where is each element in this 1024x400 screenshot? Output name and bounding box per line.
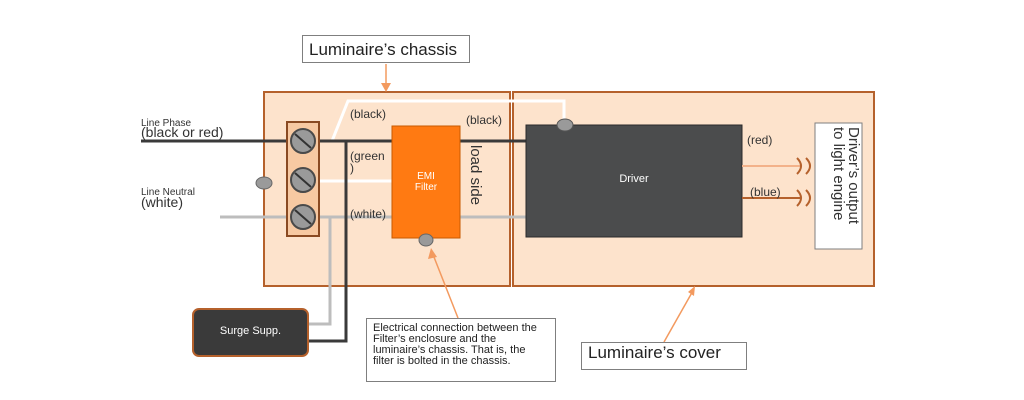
drivers-output-line2: to light engine [830, 127, 847, 221]
driver-bolt [556, 118, 574, 132]
load-side-label: load side [467, 145, 484, 206]
cover-callout: Luminaire’s cover [581, 342, 747, 370]
emi-filter-box [391, 125, 461, 239]
surge-wire-black [308, 141, 348, 343]
cover-callout-text: Luminaire’s cover [588, 343, 721, 362]
chassis-callout-text: Luminaire’s chassis [309, 40, 458, 59]
note-callout-arrowhead [428, 248, 437, 259]
wire-label-black-right: (black) [466, 113, 503, 127]
note-callout-arrow [431, 251, 459, 319]
drivers-output-line1: Driver’s output [845, 127, 862, 224]
drivers-output-box [814, 122, 863, 250]
line-phase-title: Line Phase [141, 118, 192, 129]
emi-filter-label: EMI Filter [392, 171, 460, 193]
chassis-callout-arrowhead [381, 83, 391, 92]
emi-filter-bolt [418, 233, 434, 247]
chassis-bolt [255, 176, 273, 190]
terminal-screw [290, 204, 316, 230]
wire-label-red: (red) [747, 133, 773, 147]
terminal-screw [290, 167, 316, 193]
emi-filter-label-line2: Filter [414, 182, 438, 193]
wire-label-green-close: ) [350, 161, 354, 175]
terminal-screw [290, 128, 316, 154]
driver-box [525, 124, 743, 238]
surge-supp-label: Surge Supp. [219, 325, 282, 337]
note-callout-text: Electrical connection between the Filter… [373, 322, 537, 367]
output-connector-icon [796, 189, 811, 207]
line-neutral-title: Line Neutral [141, 187, 195, 198]
wire-label-blue: (blue) [750, 185, 781, 199]
drivers-output-label: Driver’s output to light engine [830, 127, 862, 224]
output-connector-icon [796, 157, 811, 175]
wire-label-white: (white) [350, 207, 387, 221]
note-callout: Electrical connection between the Filter… [366, 318, 556, 382]
chassis-callout: Luminaire’s chassis [302, 35, 470, 63]
surge-wire-grey [308, 217, 332, 326]
wire-label-black-top: (black) [350, 107, 387, 121]
emi-filter-label-line1: EMI [417, 171, 435, 182]
cover-callout-arrow [663, 288, 695, 343]
driver-label: Driver [619, 173, 649, 185]
line-neutral-sub: (white) [141, 194, 184, 210]
cover-callout-arrowhead [688, 286, 695, 296]
line-phase-sub: (black or red) [141, 124, 224, 140]
wire-label-green: (green [350, 149, 385, 163]
surge-supp-box [192, 308, 309, 357]
